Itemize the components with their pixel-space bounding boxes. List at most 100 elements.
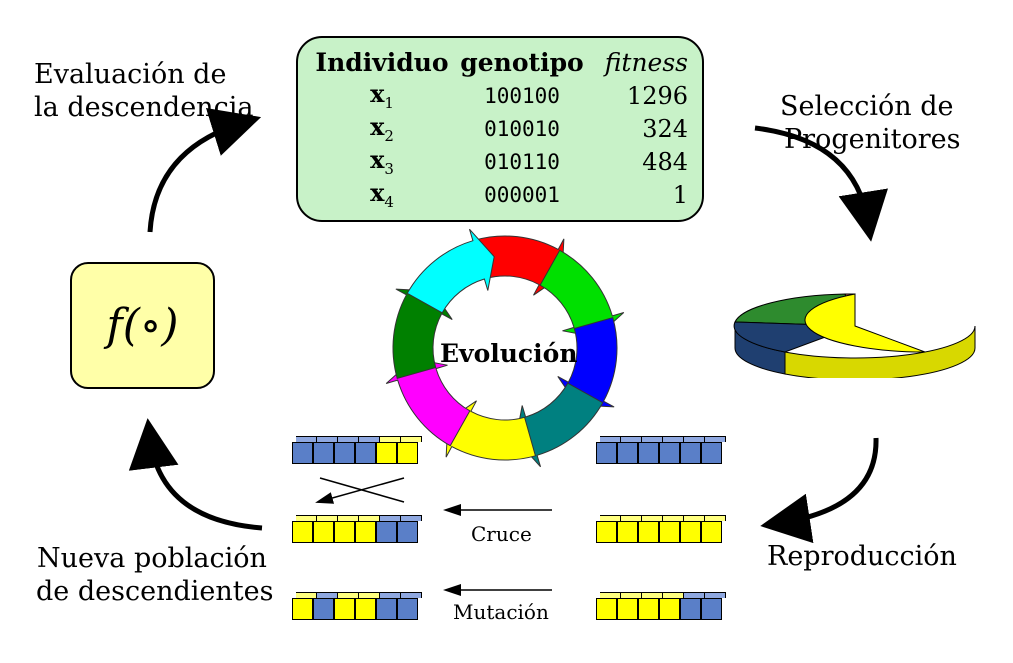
seleccion-line-1: Selección de — [780, 91, 954, 122]
gene-cell — [292, 598, 313, 620]
population-table: Individuo genotipo fitness x1 100100 129… — [312, 46, 688, 211]
gene-cell-top — [684, 592, 705, 598]
gene-cell-top — [359, 436, 380, 442]
gene-cell-top — [296, 436, 317, 442]
fitness-cell: 1296 — [626, 81, 688, 110]
gene-cell — [701, 521, 722, 543]
gene-cell — [397, 442, 418, 464]
nueva-poblacion-line-1: Nueva población — [37, 543, 267, 574]
arrow-to-seleccion — [754, 125, 888, 242]
table-row: x4 000001 1 — [312, 178, 688, 211]
gene-cell-top — [642, 515, 663, 521]
gene-cell-top — [380, 436, 401, 442]
gene-cell-top — [600, 592, 621, 598]
seleccion-line-2: Progenitores — [784, 124, 961, 155]
header-individuo: Individuo — [315, 48, 449, 77]
evolucion-label: Evolución — [440, 339, 578, 368]
gene-cell — [617, 598, 638, 620]
gene-cell-top — [621, 592, 642, 598]
evolution-arrow-segment — [473, 235, 565, 296]
gene-cell — [701, 442, 722, 464]
gene-cell-top — [663, 592, 684, 598]
gene-cell — [292, 521, 313, 543]
gene-cell-top — [296, 515, 317, 521]
evaluacion-line-2: la descendencia — [34, 92, 254, 123]
gene-cell-top — [600, 515, 621, 521]
gene-cell — [638, 442, 659, 464]
gene-cell — [355, 598, 376, 620]
gene-cell — [334, 442, 355, 464]
evolution-cycle-icon — [385, 228, 625, 468]
individuo-cell: x4 — [370, 178, 394, 211]
gene-cell-top — [338, 515, 359, 521]
gene-cell — [638, 521, 659, 543]
genotipo-cell: 100100 — [484, 83, 560, 108]
header-fitness: fitness — [604, 48, 688, 77]
nueva-poblacion-line-2: de descendientes — [36, 576, 274, 607]
gene-cell-top — [317, 592, 338, 598]
gene-cell — [680, 521, 701, 543]
gene-cell — [596, 442, 617, 464]
arrow-to-evaluacion — [147, 108, 262, 233]
gene-cell-top — [684, 515, 705, 521]
gene-cell-top — [380, 592, 401, 598]
gene-cell-top — [705, 436, 726, 442]
chromosome-bar — [596, 592, 730, 622]
gene-cell — [701, 598, 722, 620]
crossover-line-3 — [318, 478, 404, 480]
gene-cell-top — [401, 436, 422, 442]
gene-cell — [680, 442, 701, 464]
gene-cell — [659, 521, 680, 543]
gene-cell-top — [338, 436, 359, 442]
evolution-arrow-segment — [539, 249, 625, 338]
gene-cell-top — [621, 515, 642, 521]
gene-cell-top — [296, 592, 317, 598]
table-row: x3 010110 484 — [312, 145, 688, 178]
chromosome-bar — [596, 515, 730, 545]
table-header-row: Individuo genotipo fitness — [312, 46, 688, 79]
gene-cell — [397, 521, 418, 543]
roulette-pie-icon — [733, 293, 976, 378]
gene-cell — [334, 521, 355, 543]
chromosome-bar — [292, 515, 426, 545]
gene-cell — [680, 598, 701, 620]
gene-cell — [596, 598, 617, 620]
gene-cell-top — [317, 515, 338, 521]
evolution-arrow-segment — [445, 400, 537, 461]
evolution-arrow-segment — [406, 228, 495, 314]
gene-cell — [638, 598, 659, 620]
header-genotipo: genotipo — [460, 48, 584, 77]
evolution-arrow-segment — [515, 382, 604, 468]
evaluacion-line-1: Evaluación de — [34, 59, 227, 90]
arrow-to-funcion — [128, 418, 263, 531]
gene-cell-top — [401, 515, 422, 521]
evolution-arrow-segment — [385, 358, 471, 447]
individuo-cell: x1 — [370, 79, 394, 112]
chromosome-bar — [292, 592, 426, 622]
fitness-function-box: f(∘) — [70, 262, 215, 389]
gene-cell-top — [359, 515, 380, 521]
gene-cell — [617, 521, 638, 543]
table-row: x1 100100 1296 — [312, 79, 688, 112]
gene-cell — [334, 598, 355, 620]
nueva-poblacion-label: Nueva población de descendientes — [36, 542, 274, 608]
mutacion-label: Mutación — [453, 600, 549, 624]
gene-cell — [596, 521, 617, 543]
fitness-cell: 1 — [672, 180, 688, 209]
gene-cell-top — [663, 436, 684, 442]
gene-cell-top — [338, 592, 359, 598]
cruce-label: Cruce — [471, 522, 532, 546]
gene-cell-top — [684, 436, 705, 442]
gene-cell — [397, 598, 418, 620]
evolution-arrow-segment — [392, 288, 453, 380]
fitness-cell: 484 — [642, 147, 688, 176]
gene-cell — [659, 442, 680, 464]
gene-cell-top — [359, 592, 380, 598]
fitness-function-label: f(∘) — [106, 300, 179, 351]
gene-cell-top — [642, 436, 663, 442]
population-table-box: Individuo genotipo fitness x1 100100 129… — [296, 36, 704, 222]
gene-cell-top — [705, 592, 726, 598]
genotipo-cell: 010010 — [484, 116, 560, 141]
gene-cell-top — [600, 436, 621, 442]
